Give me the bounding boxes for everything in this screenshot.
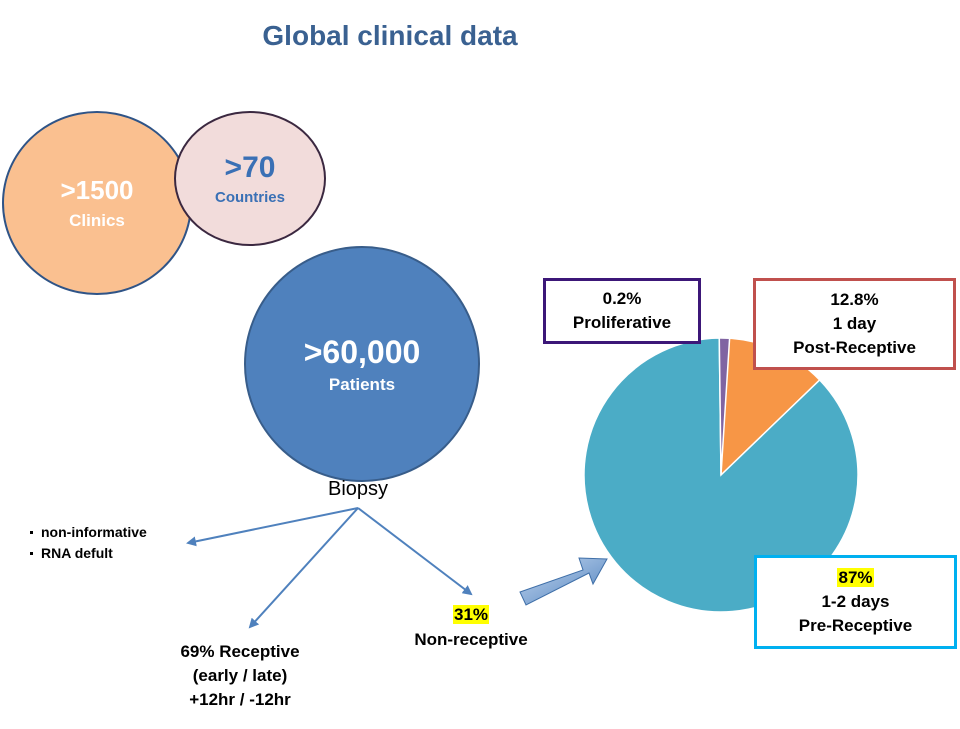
clinics-value: >1500 (60, 175, 134, 205)
bullet-icon (30, 552, 33, 555)
non-receptive-result: 31% Non-receptive (386, 602, 556, 652)
post-receptive-percent: 12.8% (830, 290, 879, 309)
post-receptive-days: 1 day (832, 314, 877, 333)
arrow-to-non-receptive (357, 507, 473, 596)
pre-receptive-percent: 87% (837, 568, 874, 587)
list-item-label: RNA defult (41, 545, 113, 561)
receptive-line-3: +12hr / -12hr (189, 690, 291, 709)
countries-label: Countries (214, 189, 285, 206)
countries-circle: >70 Countries (174, 111, 326, 246)
pie-chart (583, 337, 859, 613)
receptive-result: 69% Receptive (early / late) +12hr / -12… (150, 640, 330, 712)
bullet-icon (30, 531, 33, 534)
non-receptive-percent: 31% (452, 605, 490, 624)
receptive-line-2: (early / late) (192, 666, 288, 685)
block-arrow-to-pie (519, 557, 608, 606)
pre-receptive-days: 1-2 days (821, 592, 890, 611)
clinics-label: Clinics (69, 211, 125, 230)
pie-slice-proliferative (718, 337, 731, 476)
list-item: non-informative (30, 522, 147, 543)
post-receptive-name: Post-Receptive (793, 338, 916, 357)
proliferative-percent: 0.2% (602, 289, 642, 308)
list-item: RNA defult (30, 543, 147, 564)
patients-circle: >60,000 Patients (244, 246, 480, 482)
patients-label: Patients (328, 375, 396, 394)
list-item-label: non-informative (41, 524, 147, 540)
proliferative-name: Proliferative (572, 313, 672, 332)
page-title: Global clinical data (262, 20, 518, 51)
other-results-list: non-informative RNA defult (30, 522, 147, 564)
proliferative-label-box: 0.2% Proliferative (543, 278, 701, 344)
arrow-to-other-results (186, 507, 359, 547)
countries-value: >70 (224, 151, 276, 184)
clinics-circle: >1500 Clinics (2, 111, 192, 295)
pre-receptive-name: Pre-Receptive (798, 616, 913, 635)
pre-receptive-label-box: 87% 1-2 days Pre-Receptive (754, 555, 957, 649)
patients-value: >60,000 (303, 334, 421, 370)
non-receptive-label: Non-receptive (414, 630, 528, 649)
post-receptive-label-box: 12.8% 1 day Post-Receptive (753, 278, 956, 370)
receptive-line-1: 69% Receptive (180, 642, 300, 661)
arrow-to-receptive (248, 507, 359, 629)
biopsy-label: Biopsy (327, 478, 389, 500)
